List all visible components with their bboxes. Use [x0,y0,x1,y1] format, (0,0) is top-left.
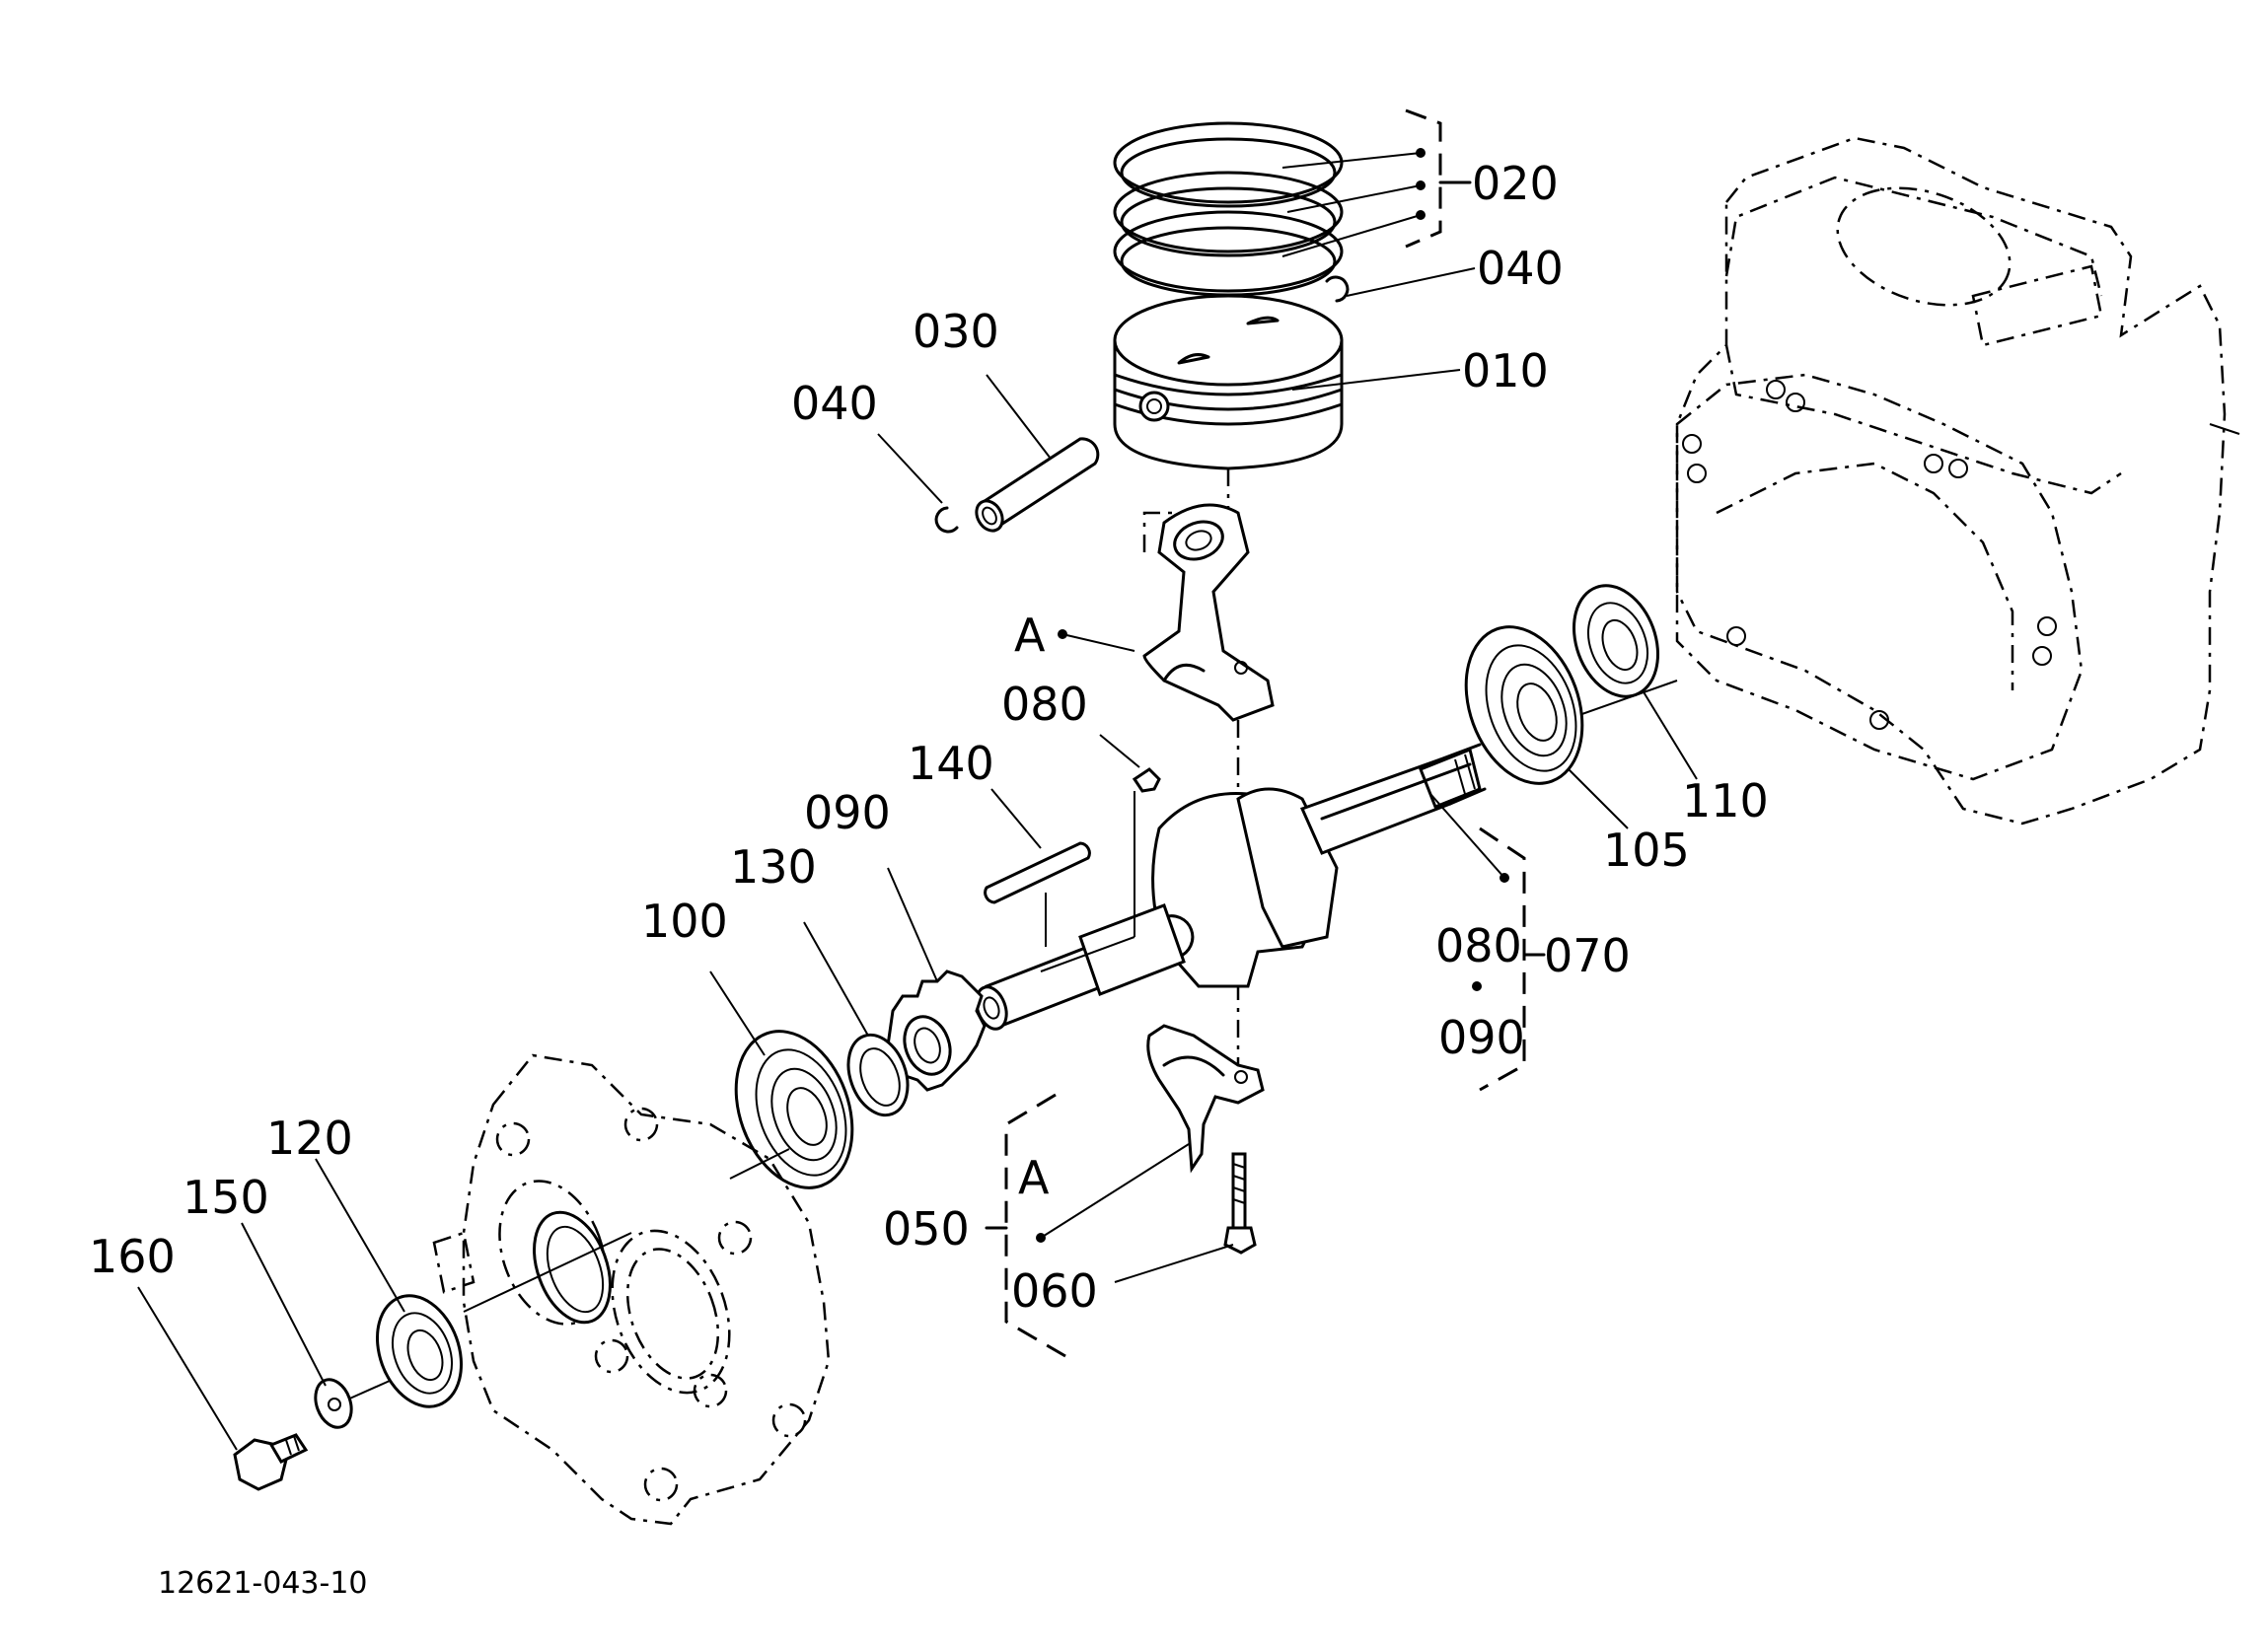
bolt-160 [233,1433,309,1491]
oil-seal-right [1572,584,1660,698]
callout-070: 070 [1544,929,1631,982]
callout-050: 050 [883,1202,970,1256]
crank-gear [886,970,987,1092]
drawing-code: 12621-043-10 [158,1566,368,1601]
crankcase-block [1675,136,2240,826]
callout-110: 110 [1682,774,1769,827]
callout-090-gear: 090 [804,786,891,839]
callout-040-right: 040 [1477,242,1564,295]
woodruff-key [1132,767,1161,793]
rod-bolt [1223,1152,1257,1255]
callout-020: 020 [1472,157,1559,210]
bearing-right [1464,625,1584,785]
callout-160: 160 [89,1230,176,1283]
crankshaft [975,680,1678,1031]
callout-105: 105 [1603,824,1690,877]
callout-150: 150 [183,1171,269,1224]
bearing-cover [432,1053,831,1526]
piston-rings [1113,121,1344,297]
washer [314,1378,353,1429]
bearing-left [729,1030,854,1189]
callout-a-cap: A [1018,1151,1050,1204]
callout-060: 060 [1011,1264,1098,1318]
callout-010: 010 [1462,344,1549,397]
callout-120: 120 [266,1112,353,1165]
callout-030: 030 [913,305,999,358]
feather-key [984,841,1091,947]
oil-seal-left [344,1294,464,1408]
callout-040-left: 040 [791,377,878,430]
callout-100: 100 [641,895,728,948]
shim-washer [846,1033,910,1117]
callout-a-rod: A [1014,609,1046,662]
callout-080-top: 080 [1001,678,1088,731]
leader-lines [137,108,1698,1451]
callout-140: 140 [908,737,994,790]
callout-090-group: 090 [1438,1011,1525,1064]
callout-labels: 020 040 010 030 040 A 080 140 090 130 10… [89,157,1769,1601]
rod-cap [1146,1024,1265,1174]
callout-130: 130 [730,840,817,894]
callout-080-group: 080 [1435,919,1522,972]
